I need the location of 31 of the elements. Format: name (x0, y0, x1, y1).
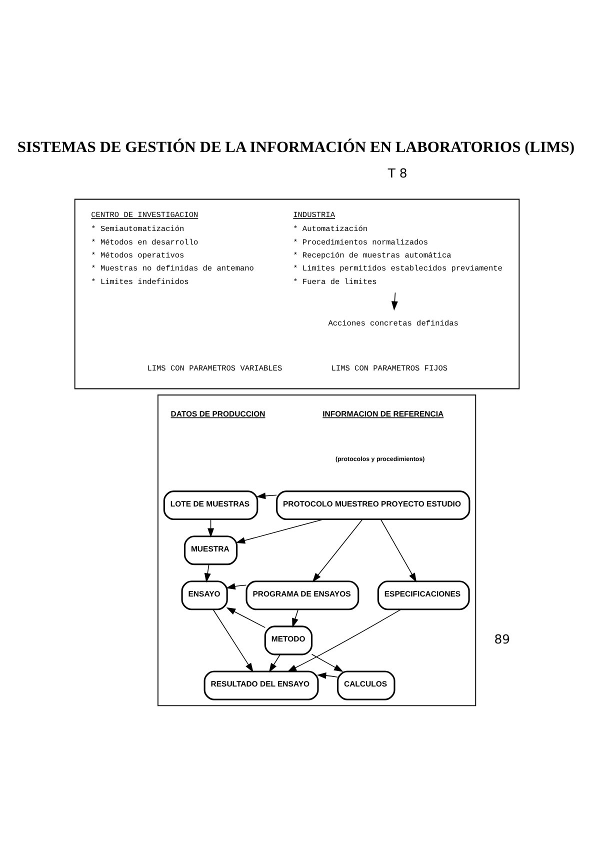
node-box: CALCULOS (337, 670, 396, 700)
node-box: PROTOCOLO MUESTREO PROYECTO ESTUDIO (276, 490, 470, 520)
node-box: ESPECIFICACIONES (377, 580, 470, 610)
arrow (292, 608, 299, 628)
arrow (208, 518, 214, 538)
label: INFORMACION DE REFERENCIA (322, 408, 444, 418)
arrow (236, 518, 324, 544)
node-box: RESULTADO DEL ENSAYO (204, 670, 319, 700)
node-box: ENSAYO (181, 580, 228, 610)
arrow (311, 653, 344, 672)
arrow (256, 492, 277, 499)
arrow (287, 608, 402, 672)
arrow (268, 654, 281, 672)
node-box: METODO (264, 625, 313, 655)
label: DATOS DE PRODUCCION (170, 408, 266, 418)
arrow (204, 564, 211, 582)
cluster (158, 394, 476, 706)
arrow (380, 518, 417, 582)
node-box: MUESTRA (184, 535, 238, 565)
label: 89 (494, 630, 510, 646)
arrow (226, 606, 266, 628)
node-box: PROGRAMA DE ENSAYOS (246, 580, 360, 610)
arrow (212, 608, 254, 672)
arrow (391, 292, 398, 310)
arrow (226, 582, 247, 590)
arrow (312, 518, 363, 582)
label: T 8 (388, 164, 408, 180)
diagram-title: SISTEMAS DE GESTIÓN DE LA INFORMACIÓN EN LABORATORIOS (LIMS) (17, 138, 575, 156)
node-box: LOTE DE MUESTRAS (163, 490, 258, 520)
arrow (316, 672, 338, 678)
cluster (74, 198, 520, 389)
